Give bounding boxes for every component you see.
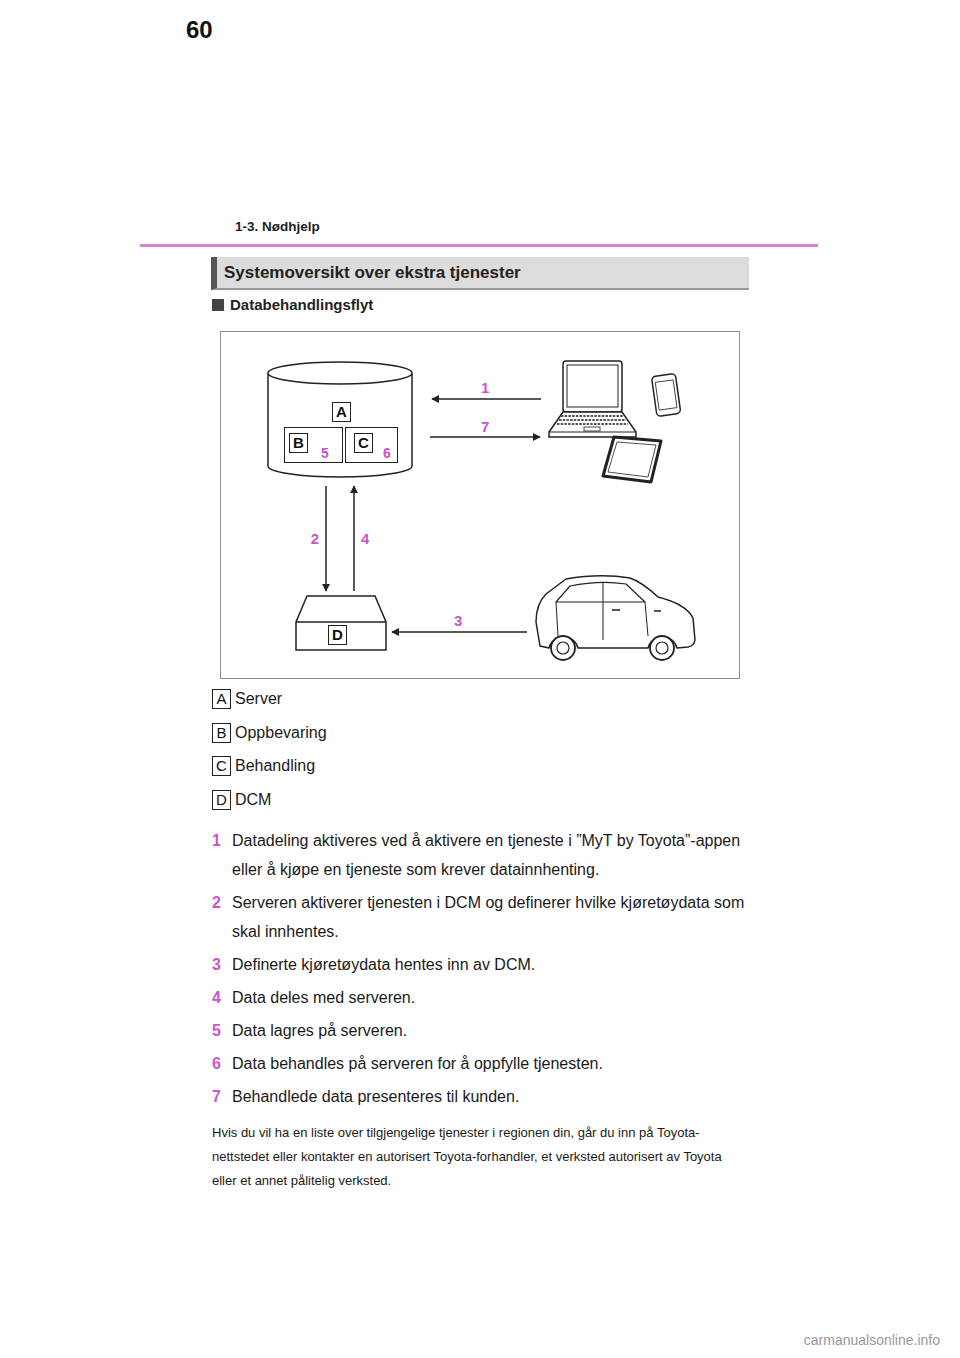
callout-number: 6	[383, 445, 391, 461]
arrow-line	[432, 398, 541, 400]
shape-outline	[268, 362, 412, 477]
callout-number: 7	[481, 418, 489, 436]
step-number: 6	[212, 1049, 221, 1078]
storage-box: B5	[284, 427, 343, 463]
part-letter: D	[328, 625, 347, 645]
bullet-square	[212, 299, 224, 311]
step-number: 7	[212, 1082, 221, 1111]
footnote: Hvis du vil ha en liste over tilgjengeli…	[212, 1121, 748, 1193]
shape-outline	[296, 596, 386, 650]
legend-letter: D	[212, 790, 231, 810]
step-text: Data behandles på serveren for å oppfyll…	[232, 1049, 747, 1078]
server-cylinder: AB5C6	[267, 362, 413, 478]
legend-letter: A	[212, 689, 231, 709]
legend-text: Behandling	[235, 756, 315, 776]
callout-number: 3	[454, 612, 462, 630]
chapter-header: 1-3. Nødhjelp	[235, 219, 320, 235]
part-letter: B	[289, 433, 308, 453]
legend-letter: B	[212, 723, 231, 743]
part-letter: A	[332, 402, 351, 422]
dcm-unit: D	[295, 595, 387, 651]
step-number: 2	[212, 888, 221, 917]
step-text: Data deles med serveren.	[232, 983, 747, 1012]
page-number: 60	[186, 16, 213, 44]
subheading: Databehandlingsflyt	[230, 296, 373, 314]
connector-arrow	[325, 486, 327, 591]
legend-text: Server	[235, 689, 282, 709]
step-number: 1	[212, 826, 221, 855]
step-text: Definerte kjøretøydata hentes inn av DCM…	[232, 950, 747, 979]
diagram-frame	[221, 332, 740, 679]
part-letter: C	[354, 433, 373, 453]
callout-number: 4	[361, 530, 369, 548]
callout-number: 2	[311, 530, 319, 548]
connector-arrow	[353, 486, 355, 591]
step-number: 5	[212, 1016, 221, 1045]
callout-number: 1	[481, 379, 489, 397]
step-text: Datadeling aktiveres ved å aktivere en t…	[232, 826, 747, 884]
car-illustration	[536, 576, 695, 660]
header-rule	[140, 244, 818, 247]
laptop-icon	[549, 361, 636, 437]
phone-icon	[651, 374, 680, 417]
legend-text: DCM	[235, 790, 271, 810]
step-text: Serveren aktiverer tjenesten i DCM og de…	[232, 888, 747, 946]
arrow-line	[430, 436, 540, 438]
tablet-icon	[603, 437, 661, 482]
legend-letter: C	[212, 756, 231, 776]
callout-number: 5	[321, 445, 329, 461]
watermark: carmanualsonline.info	[804, 1332, 940, 1348]
legend-text: Oppbevaring	[235, 723, 327, 743]
step-text: Data lagres på serveren.	[232, 1016, 747, 1045]
step-number: 3	[212, 950, 221, 979]
section-title: Systemoversikt over ekstra tjenester	[224, 263, 521, 283]
step-number: 4	[212, 983, 221, 1012]
arrow-line	[392, 631, 527, 633]
step-text: Behandlede data presenteres til kunden.	[232, 1082, 747, 1111]
processing-box: C6	[345, 427, 398, 463]
